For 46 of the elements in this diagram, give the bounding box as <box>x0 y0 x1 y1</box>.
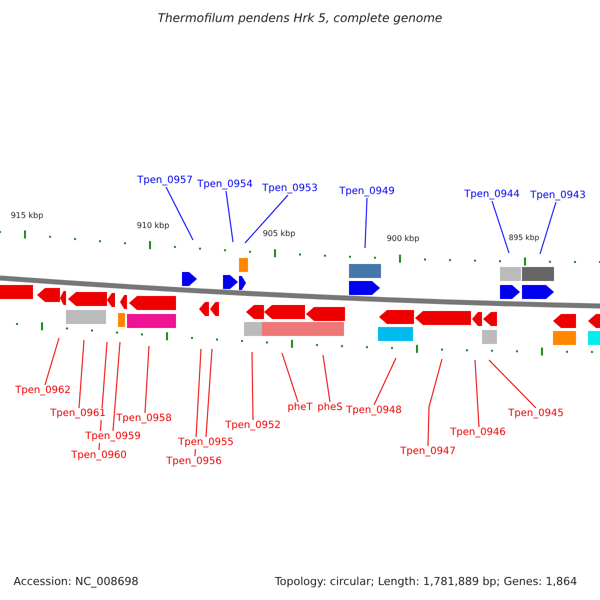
leader-line <box>78 340 84 408</box>
leader-line <box>282 352 298 402</box>
leader-line <box>244 194 288 244</box>
leader-line <box>194 348 202 456</box>
gene-label: Tpen_0949 <box>339 186 395 198</box>
leader-line <box>488 360 536 408</box>
gene-label: Tpen_0959 <box>85 431 141 443</box>
leader-line <box>428 358 442 446</box>
gene-label: Tpen_0946 <box>450 427 506 439</box>
gene-label: Tpen_0954 <box>197 179 253 191</box>
leader-line <box>166 186 194 240</box>
axis-tick-label: 910 kbp <box>136 220 170 232</box>
gene-label: Tpen_0956 <box>166 456 222 468</box>
gene-label: pheS <box>317 402 343 414</box>
gene-label: Tpen_0961 <box>50 408 106 420</box>
gene-label: Tpen_0962 <box>15 385 71 397</box>
leader-line <box>364 198 368 248</box>
leader-line <box>226 190 234 242</box>
gene-label: Tpen_0957 <box>137 175 193 187</box>
gene-label: Tpen_0952 <box>225 420 281 432</box>
axis-tick-label: 915 kbp <box>10 210 44 222</box>
gene-label: Tpen_0944 <box>464 189 520 201</box>
axis-tick-label: 900 kbp <box>386 233 420 245</box>
genome-summary-note: Topology: circular; Length: 1,781,889 bp; Genes: 1,864 <box>274 576 578 588</box>
leader-line <box>474 360 480 428</box>
leader-line <box>144 346 150 414</box>
gene-label: Tpen_0943 <box>530 190 586 202</box>
axis-tick-label: 905 kbp <box>262 228 296 240</box>
gene-label: Tpen_0945 <box>508 408 564 420</box>
diagram-title: Thermofilum pendens Hrk 5, complete genome <box>158 12 442 24</box>
gene-label: Tpen_0948 <box>346 405 402 417</box>
leader-line <box>44 338 60 386</box>
gene-label: Tpen_0953 <box>262 183 318 195</box>
leader-line <box>112 342 120 432</box>
leader-line <box>374 358 396 406</box>
leader-line <box>322 354 330 402</box>
gene-label: Tpen_0958 <box>116 413 172 425</box>
accession-note: Accession: NC_008698 <box>13 576 139 588</box>
gene-label: Tpen_0960 <box>71 450 127 462</box>
leader-line <box>492 200 510 254</box>
leader-line <box>540 202 556 254</box>
leader-line <box>252 352 254 420</box>
gene-label: Tpen_0955 <box>178 437 234 449</box>
gene-label: pheT <box>288 402 312 414</box>
gene-label: Tpen_0947 <box>400 446 456 458</box>
leader-line <box>206 348 212 438</box>
